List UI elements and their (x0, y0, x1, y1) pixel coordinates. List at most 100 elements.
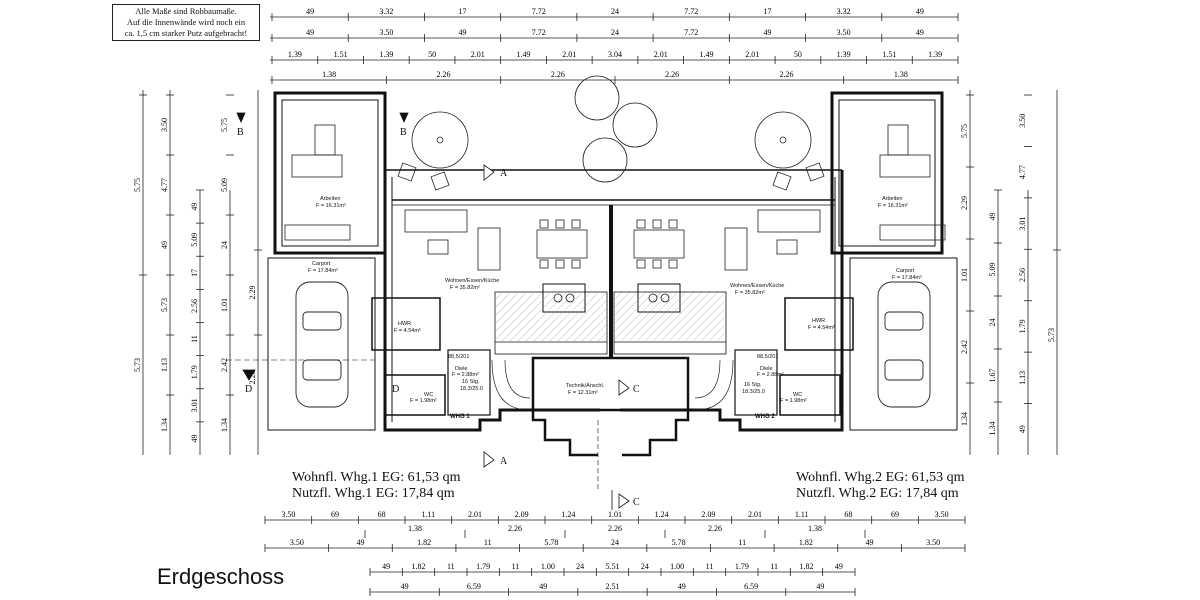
entrance-whg2: WHG 2 (755, 414, 775, 420)
terrace-umbrellas (397, 111, 825, 191)
left-dim-col3-label: 49 (190, 203, 199, 211)
bottom-dim-row4-label: 11 (706, 562, 714, 571)
room-arbeiten-left: Arbeiten (320, 196, 341, 202)
top-dim-row3-label: 1.51 (882, 50, 896, 59)
bottom-dim-row4-label: 49 (382, 562, 390, 571)
bottom-dim-row2-label: 1.38 (408, 524, 422, 533)
hatch-line (494, 291, 528, 325)
hatch-line (548, 291, 600, 343)
bottom-dim-row1-label: 1.01 (608, 510, 622, 519)
room-carport-left: Carport (312, 261, 331, 267)
bottom-dim-row3-label: 1.82 (799, 538, 813, 547)
section-d-left: D (245, 384, 252, 395)
left-dim-col3-label: 3.01 (190, 398, 199, 412)
right-dim-col3-label: 49 (1018, 425, 1027, 433)
right-dim-col2-label: 24 (988, 319, 997, 327)
bottom-dim-row5-label: 49 (816, 582, 824, 591)
bottom-dim-row4-label: 24 (576, 562, 584, 571)
top-dim-row3-label: 1.39 (288, 50, 302, 59)
hatch-line (619, 291, 671, 343)
bottom-dim-row1-label: 69 (331, 510, 339, 519)
top-dim-row4-label: 2.26 (437, 70, 451, 79)
bottom-dim-row3-label: 24 (611, 538, 619, 547)
hatch-line (675, 291, 727, 343)
section-c-mid: C (633, 384, 640, 395)
bottom-dim-row5-label: 49 (678, 582, 686, 591)
top-dim-row1-label: 3.32 (379, 7, 393, 16)
right-dim-col3-label: 2.56 (1018, 268, 1027, 282)
hatch-line (494, 291, 544, 341)
hatch-line (508, 291, 560, 343)
staircase-left (491, 359, 531, 411)
right-dim-col1-label: 2.29 (960, 196, 969, 210)
top-dimension-ticks (271, 13, 959, 84)
dining-furniture (404, 209, 821, 271)
bottom-dim-row3-label: 11 (484, 538, 492, 547)
bottom-dim-row1-label: 3.50 (281, 510, 295, 519)
bottom-dim-row2-label: 2.26 (508, 524, 522, 533)
hatch-line (691, 307, 727, 343)
hatch-line (532, 291, 584, 343)
left-dim-col1-label: 5.75 (133, 178, 142, 192)
hatch-line (494, 291, 536, 333)
hatch-line (613, 291, 647, 325)
room-carport-left-area: F = 17.84m² (308, 268, 338, 274)
hatch-line (635, 291, 687, 343)
left-dim-col2-label: 1.13 (160, 358, 169, 372)
bottom-dimension-lines (265, 519, 965, 593)
bottom-dim-row4-label: 11 (512, 562, 520, 571)
room-diele-right: Diele (760, 366, 773, 372)
stairs-right-ratio: 18.3/25.0 (742, 389, 765, 395)
hatch-line (524, 291, 576, 343)
hatch-line (723, 339, 727, 343)
bottom-dim-row4-label: 5.51 (606, 562, 620, 571)
bottom-dim-row3-label: 11 (738, 538, 746, 547)
room-wohnen-left: Wohnen/Essen/Küche (445, 278, 499, 284)
area-left-nutzflaeche: Nutzfl. Whg.1 EG: 17,84 qm (292, 486, 455, 501)
hatch-line (556, 291, 608, 343)
left-dim-col2-label: 49 (160, 241, 169, 249)
walls (267, 91, 958, 457)
section-c-bottom: C (633, 497, 640, 508)
top-dim-row3-label: 1.51 (334, 50, 348, 59)
left-dim-col2-label: 4.77 (160, 178, 169, 192)
hatch-line (572, 307, 608, 343)
left-dim-col2-label: 3.50 (160, 118, 169, 132)
room-hwr-right-area: F = 4.54m² (808, 325, 835, 331)
bottom-dim-row4-label: 11 (447, 562, 455, 571)
bottom-dim-row1-label: 1.11 (421, 510, 435, 519)
room-wc-left: WC (424, 392, 433, 398)
kitchen-floor-hatch (494, 291, 727, 343)
stairs-right: 16 Stg. (744, 382, 762, 388)
car-right (877, 281, 931, 408)
top-dim-row3-label: 50 (428, 50, 436, 59)
right-dim-col2-label: 49 (988, 213, 997, 221)
section-b-left: B (237, 127, 244, 138)
room-arbeiten-left-area: F = 16.31m² (316, 203, 346, 209)
hatch-line (643, 291, 695, 343)
hatch-line (613, 291, 631, 309)
bottom-dim-row4-label: 1.00 (541, 562, 555, 571)
left-dim-col3-label: 2.56 (190, 299, 199, 313)
top-dim-row4-label: 2.26 (665, 70, 679, 79)
top-dim-row3-label: 1.49 (517, 50, 531, 59)
bottom-dim-row2-label: 2.26 (608, 524, 622, 533)
hatch-line (494, 291, 512, 309)
note-line-1: Alle Maße sind Rohbaumaße. (135, 6, 237, 16)
room-hwr-right: HWR (812, 318, 825, 324)
room-wohnen-right-area: F = 35.82m² (735, 290, 765, 296)
left-dim-col5-label: 2.26 (248, 371, 257, 385)
bottom-dim-row1-label: 69 (891, 510, 899, 519)
dimension-note-box: Alle Maße sind Rohbaumaße. Auf die Innen… (112, 4, 260, 41)
hatch-line (613, 291, 639, 317)
top-dim-row4-label: 2.26 (780, 70, 794, 79)
bottom-dim-row4-label: 1.79 (476, 562, 490, 571)
top-dim-row3-label: 1.39 (837, 50, 851, 59)
section-d-wc: D (392, 384, 399, 395)
door-label-left: 88,5/201 (448, 354, 469, 360)
top-dim-row1-label: 49 (306, 7, 314, 16)
right-dim-col1-label: 1.34 (960, 412, 969, 426)
office-furniture (284, 124, 946, 241)
